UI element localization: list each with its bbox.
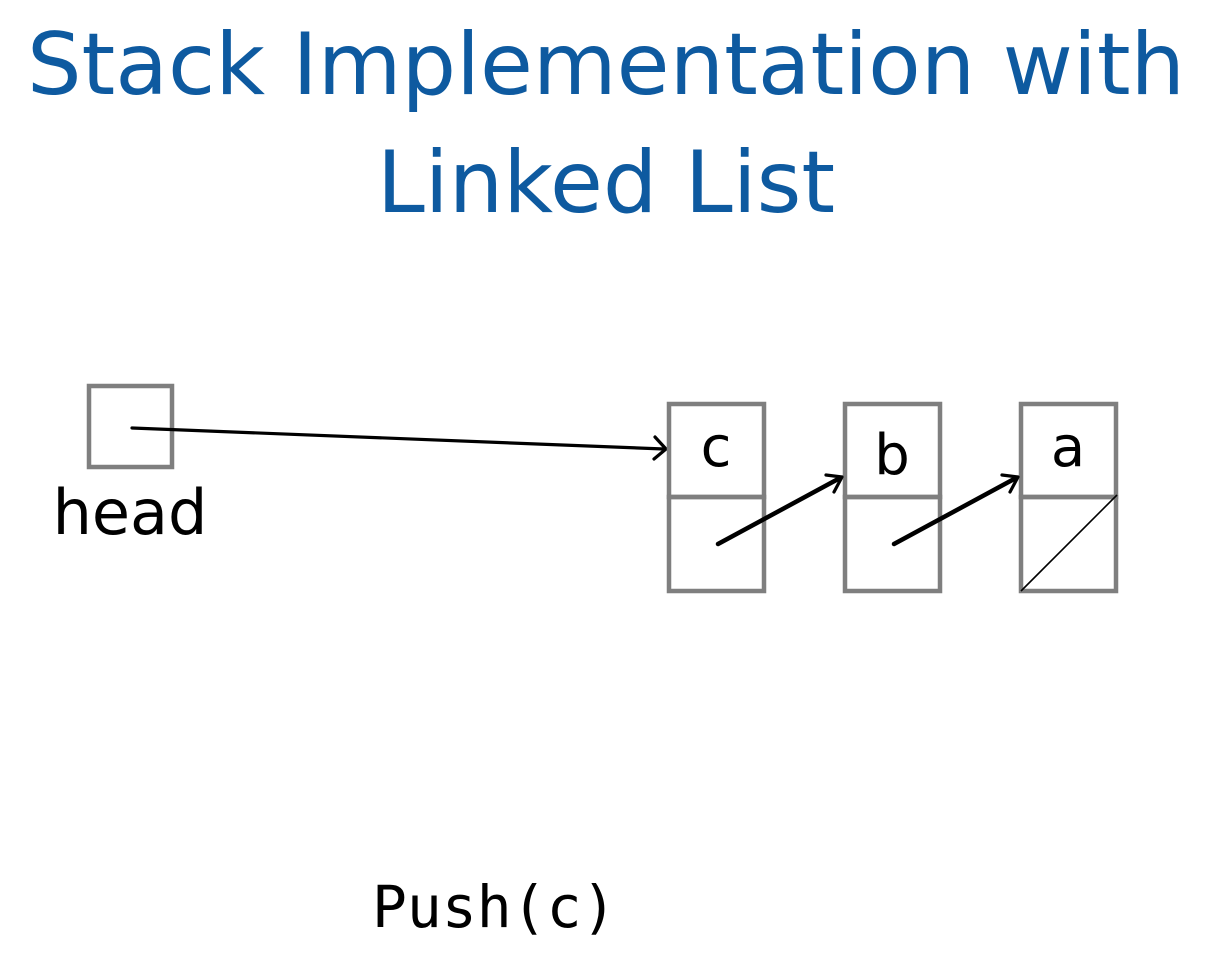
head-cell	[86, 383, 175, 470]
node-b-next-arrow	[891, 475, 1019, 547]
node-b-next-arrowhead	[1000, 473, 1020, 494]
operation-label: Push(c)	[372, 873, 617, 941]
head-label: head	[53, 476, 208, 549]
node-a-label: a	[1051, 415, 1085, 480]
node-b-next-cell	[842, 494, 943, 594]
slide-title: Stack Implementation with Linked List	[0, 6, 1212, 242]
node-c-next-cell	[666, 494, 767, 594]
node-b: b	[842, 401, 943, 594]
node-a-null-pointer	[1020, 494, 1118, 592]
node-c-next-arrow	[715, 475, 843, 547]
node-b-label: b	[874, 423, 910, 488]
node-a: a	[1018, 401, 1119, 594]
head-pointer-arrow	[130, 426, 666, 451]
node-c: c	[666, 401, 767, 594]
head-pointer-arrowhead	[652, 435, 668, 461]
node-c-next-arrowhead	[824, 473, 844, 494]
node-a-next-cell	[1018, 494, 1119, 594]
node-c-label: c	[701, 415, 732, 480]
title-line-2: Linked List	[376, 133, 836, 233]
title-line-1: Stack Implementation with	[26, 15, 1186, 115]
